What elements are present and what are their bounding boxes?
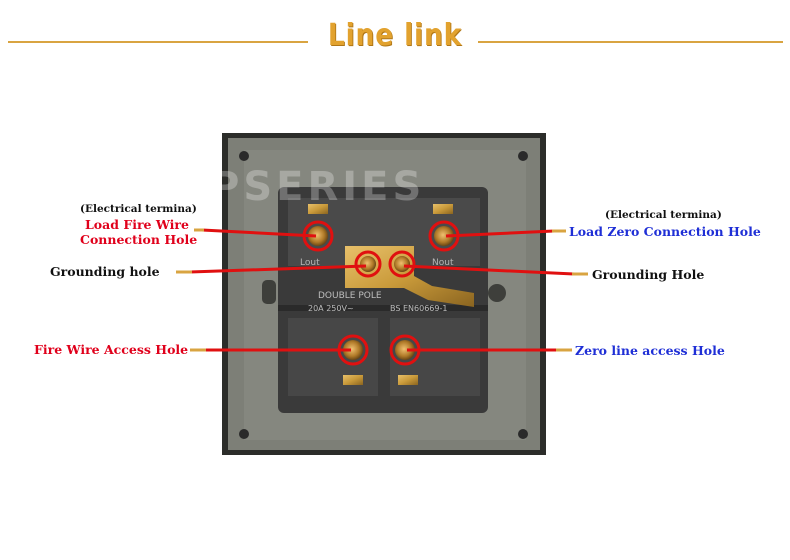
plate-screw-hole <box>518 429 528 439</box>
socket-marking-3: BS EN60669-1 <box>390 304 447 313</box>
socket-marking-2: 20A 250V~ <box>308 304 354 313</box>
plate-screw-hole <box>518 151 528 161</box>
watermark: PSERIES <box>210 164 425 210</box>
plate-screw-hole <box>239 429 249 439</box>
load-zero-connection-label: Load Zero Connection Hole <box>569 224 761 239</box>
grounding-hole-right-label: Grounding Hole <box>592 267 705 282</box>
terminal-screw <box>343 375 363 385</box>
terminal-screw <box>308 204 328 214</box>
page-title: Line link <box>327 18 463 53</box>
terminal-screw <box>398 375 418 385</box>
leader-line-grounding-right <box>403 264 588 276</box>
connection-hole-label: Connection Hole <box>80 232 198 247</box>
terminal-label-nout: Nout <box>432 258 454 268</box>
grounding-strap <box>345 246 474 307</box>
terminal-screw <box>433 204 453 214</box>
grounding-hole-left-label: Grounding hole <box>50 264 160 279</box>
side-slot <box>262 280 276 304</box>
electrical-terminal-label-right: (Electrical termina) <box>605 209 722 221</box>
terminal-label-lout: Lout <box>300 258 320 268</box>
socket-marking-1: DOUBLE POLE <box>318 291 382 301</box>
leader-line-load-zero <box>445 229 566 238</box>
grounding-hole-left-marker <box>354 250 382 278</box>
electrical-terminal-label-left: (Electrical termina) <box>80 203 197 215</box>
plate-screw-hole <box>239 151 249 161</box>
load-fire-wire-label: Load Fire Wire <box>85 217 189 232</box>
leader-line-grounding-left <box>176 264 367 274</box>
side-hole <box>488 284 506 302</box>
leader-line-load-fire <box>194 228 317 238</box>
zero-line-access-label: Zero line access Hole <box>575 343 725 358</box>
fire-wire-access-label: Fire Wire Access Hole <box>34 342 189 357</box>
title-rule-right <box>478 41 783 43</box>
title-rule-left <box>8 41 308 43</box>
grounding-hole-right-marker <box>388 250 416 278</box>
